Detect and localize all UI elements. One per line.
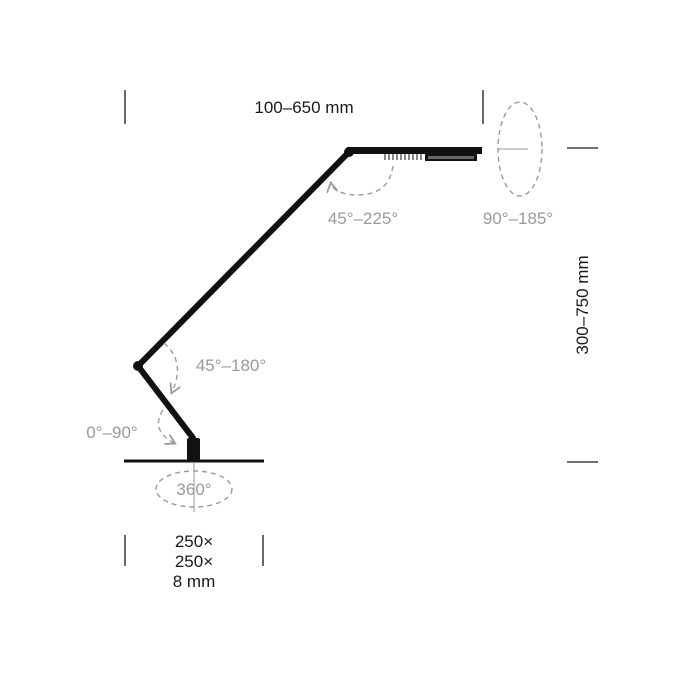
head-rotate-angle-label: 90°–185° [483, 209, 553, 228]
lamp-head [347, 147, 482, 154]
base-dimension-line3: 8 mm [173, 572, 216, 591]
lower-arm [135, 363, 196, 441]
elbow-angle-label: 45°–180° [196, 356, 266, 375]
lamp-head-heatsink-grille [428, 156, 474, 159]
base-dimension-line1: 250× [175, 532, 213, 551]
lamp-head-led-fins [384, 154, 422, 160]
reach-dimension-label: 100–650 mm [254, 98, 353, 117]
lower-arm-angle-label: 0°–90° [86, 423, 137, 442]
base-rotate-angle-label: 360° [176, 480, 211, 499]
lower-arm-arc [157, 409, 174, 443]
head-tilt-angle-label: 45°–225° [328, 209, 398, 228]
base-post [187, 438, 200, 461]
upper-arm [135, 149, 352, 369]
head-tilt-arc [331, 165, 394, 196]
base-rotate-ellipse [155, 470, 233, 508]
height-dimension-label: 300–750 mm [573, 255, 592, 354]
base-dimension-line2: 250× [175, 552, 213, 571]
elbow-arc [163, 342, 177, 392]
